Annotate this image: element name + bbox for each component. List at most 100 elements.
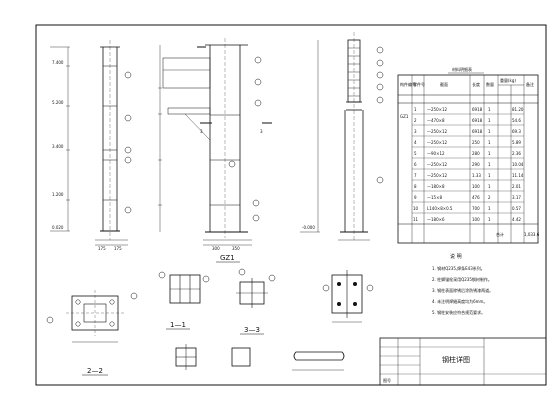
section-label: 2—2 (87, 367, 103, 375)
section-3-3 (236, 268, 276, 308)
table-header: 备注 (526, 81, 534, 87)
svg-text:2: 2 (488, 195, 491, 200)
elevation-label: 0.020 (52, 225, 64, 230)
svg-text:—250×12: —250×12 (427, 140, 448, 145)
note-item: 1. 钢材Q235,焊条E43系列。 (432, 265, 485, 271)
svg-text:6: 6 (414, 162, 417, 167)
dim-label: 175 (98, 246, 106, 251)
section-cut-label: 3 (260, 129, 263, 134)
stiffener-detail (175, 344, 197, 370)
bolt-plate-detail (322, 270, 374, 323)
note-item: 4. 未注明焊缝高度均为6mm。 (432, 298, 487, 304)
dim-label: 175 (114, 246, 122, 251)
svg-text:11.14: 11.14 (512, 173, 524, 178)
notes-block: 说 明 1. 钢材Q235,焊条E43系列。 2. 柱脚锚栓采用Q235钢材制作… (432, 253, 493, 315)
svg-text:4: 4 (414, 140, 417, 145)
svg-text:54.6: 54.6 (512, 118, 521, 123)
table-header: 零件号 (413, 81, 425, 87)
svg-text:81.20: 81.20 (512, 107, 524, 112)
dim-label: 300 (212, 246, 220, 251)
svg-text:—250×12: —250×12 (427, 162, 448, 167)
table-total-value: 1,033.6 (524, 232, 540, 237)
svg-text:1: 1 (414, 107, 417, 112)
svg-text:3: 3 (414, 129, 417, 134)
title-block (379, 337, 547, 386)
table-header: 长度 (472, 81, 480, 87)
material-table (397, 74, 539, 244)
svg-text:—470×8: —470×8 (427, 118, 445, 123)
notes-title: 说 明 (450, 253, 462, 260)
svg-text:8: 8 (414, 184, 417, 189)
svg-text:10: 10 (413, 206, 419, 211)
svg-text:—15×8: —15×8 (427, 195, 442, 200)
section-label: 3—3 (244, 326, 260, 334)
svg-text:1: 1 (488, 129, 491, 134)
plate-detail (231, 347, 251, 367)
svg-text:69.3: 69.3 (512, 129, 521, 134)
table-row: 4 —250×12 250 1 5.89 (414, 140, 521, 145)
svg-text:4.42: 4.42 (512, 217, 521, 222)
svg-text:1: 1 (488, 151, 491, 156)
svg-text:1: 1 (488, 107, 491, 112)
column-elevation-right (300, 32, 384, 241)
table-member: GZ1 (400, 114, 409, 119)
svg-text:5: 5 (414, 151, 417, 156)
drawing-border (35, 24, 547, 386)
title-block-footer: 图号 (383, 377, 391, 383)
svg-text:10.04: 10.04 (512, 162, 524, 167)
svg-text:—180×6: —180×6 (427, 217, 445, 222)
elevation-label: -0.000 (302, 225, 315, 230)
svg-text:9: 9 (414, 195, 417, 200)
svg-text:100: 100 (472, 217, 480, 222)
elevation-label: 1.200 (52, 192, 64, 197)
svg-text:6918: 6918 (472, 107, 483, 112)
svg-text:2.01: 2.01 (512, 184, 521, 189)
table-header: 截面 (440, 81, 448, 87)
svg-text:280: 280 (472, 151, 480, 156)
svg-text:100: 100 (472, 184, 480, 189)
svg-text:5.89: 5.89 (512, 140, 521, 145)
table-row: 11 —180×6 100 1 4.42 (413, 217, 521, 222)
svg-text:250: 250 (472, 140, 480, 145)
svg-text:0.57: 0.57 (512, 206, 521, 211)
note-item: 5. 钢柱安装应符合规范要求。 (432, 309, 485, 315)
table-header: 数量 (486, 81, 494, 87)
anchor-bolt-detail (292, 351, 345, 371)
svg-text:2.36: 2.36 (512, 151, 521, 156)
svg-text:1: 1 (488, 173, 491, 178)
member-label: GZ1 (220, 254, 235, 262)
svg-text:—180×8: —180×8 (427, 184, 445, 189)
elevation-label: 7.400 (52, 60, 64, 65)
svg-text:3.17: 3.17 (512, 195, 521, 200)
note-item: 2. 柱脚锚栓采用Q235钢材制作。 (432, 276, 492, 282)
table-header: 构件编号 (400, 81, 416, 87)
note-item: 3. 钢柱表面除锈后涂防锈漆两道。 (432, 287, 493, 293)
table-title: 材料明细表 (452, 66, 472, 72)
svg-text:290: 290 (472, 162, 480, 167)
svg-text:1: 1 (488, 184, 491, 189)
svg-text:1: 1 (488, 140, 491, 145)
svg-text:1: 1 (488, 118, 491, 123)
table-row: 3 —250×12 6918 1 69.3 (414, 129, 521, 134)
svg-text:7: 7 (414, 173, 417, 178)
table-row: 2 —470×8 6918 1 54.6 (414, 118, 521, 123)
section-cut-label: 3 (200, 129, 203, 134)
svg-text:700: 700 (472, 206, 480, 211)
svg-text:1: 1 (488, 217, 491, 222)
svg-text:—250×12: —250×12 (427, 129, 448, 134)
svg-text:2: 2 (414, 118, 417, 123)
svg-text:11: 11 (413, 217, 419, 222)
title-block-name: 钢柱详图 (442, 355, 470, 364)
svg-text:L140×8×0.5: L140×8×0.5 (427, 206, 453, 211)
elevation-label: 3.400 (52, 144, 64, 149)
table-row: 10 L140×8×0.5 700 1 0.57 (413, 206, 521, 211)
svg-text:476: 476 (472, 195, 480, 200)
section-label: 1—1 (170, 321, 186, 329)
section-1-1 (158, 271, 210, 304)
svg-text:—250×12: —250×12 (427, 107, 448, 112)
section-2-2 (46, 290, 138, 343)
svg-text:1.33: 1.33 (472, 173, 481, 178)
table-row: 5 —90×12 280 1 2.36 (414, 151, 521, 156)
svg-text:—250×12: —250×12 (427, 173, 448, 178)
dim-label: 350 (232, 246, 240, 251)
